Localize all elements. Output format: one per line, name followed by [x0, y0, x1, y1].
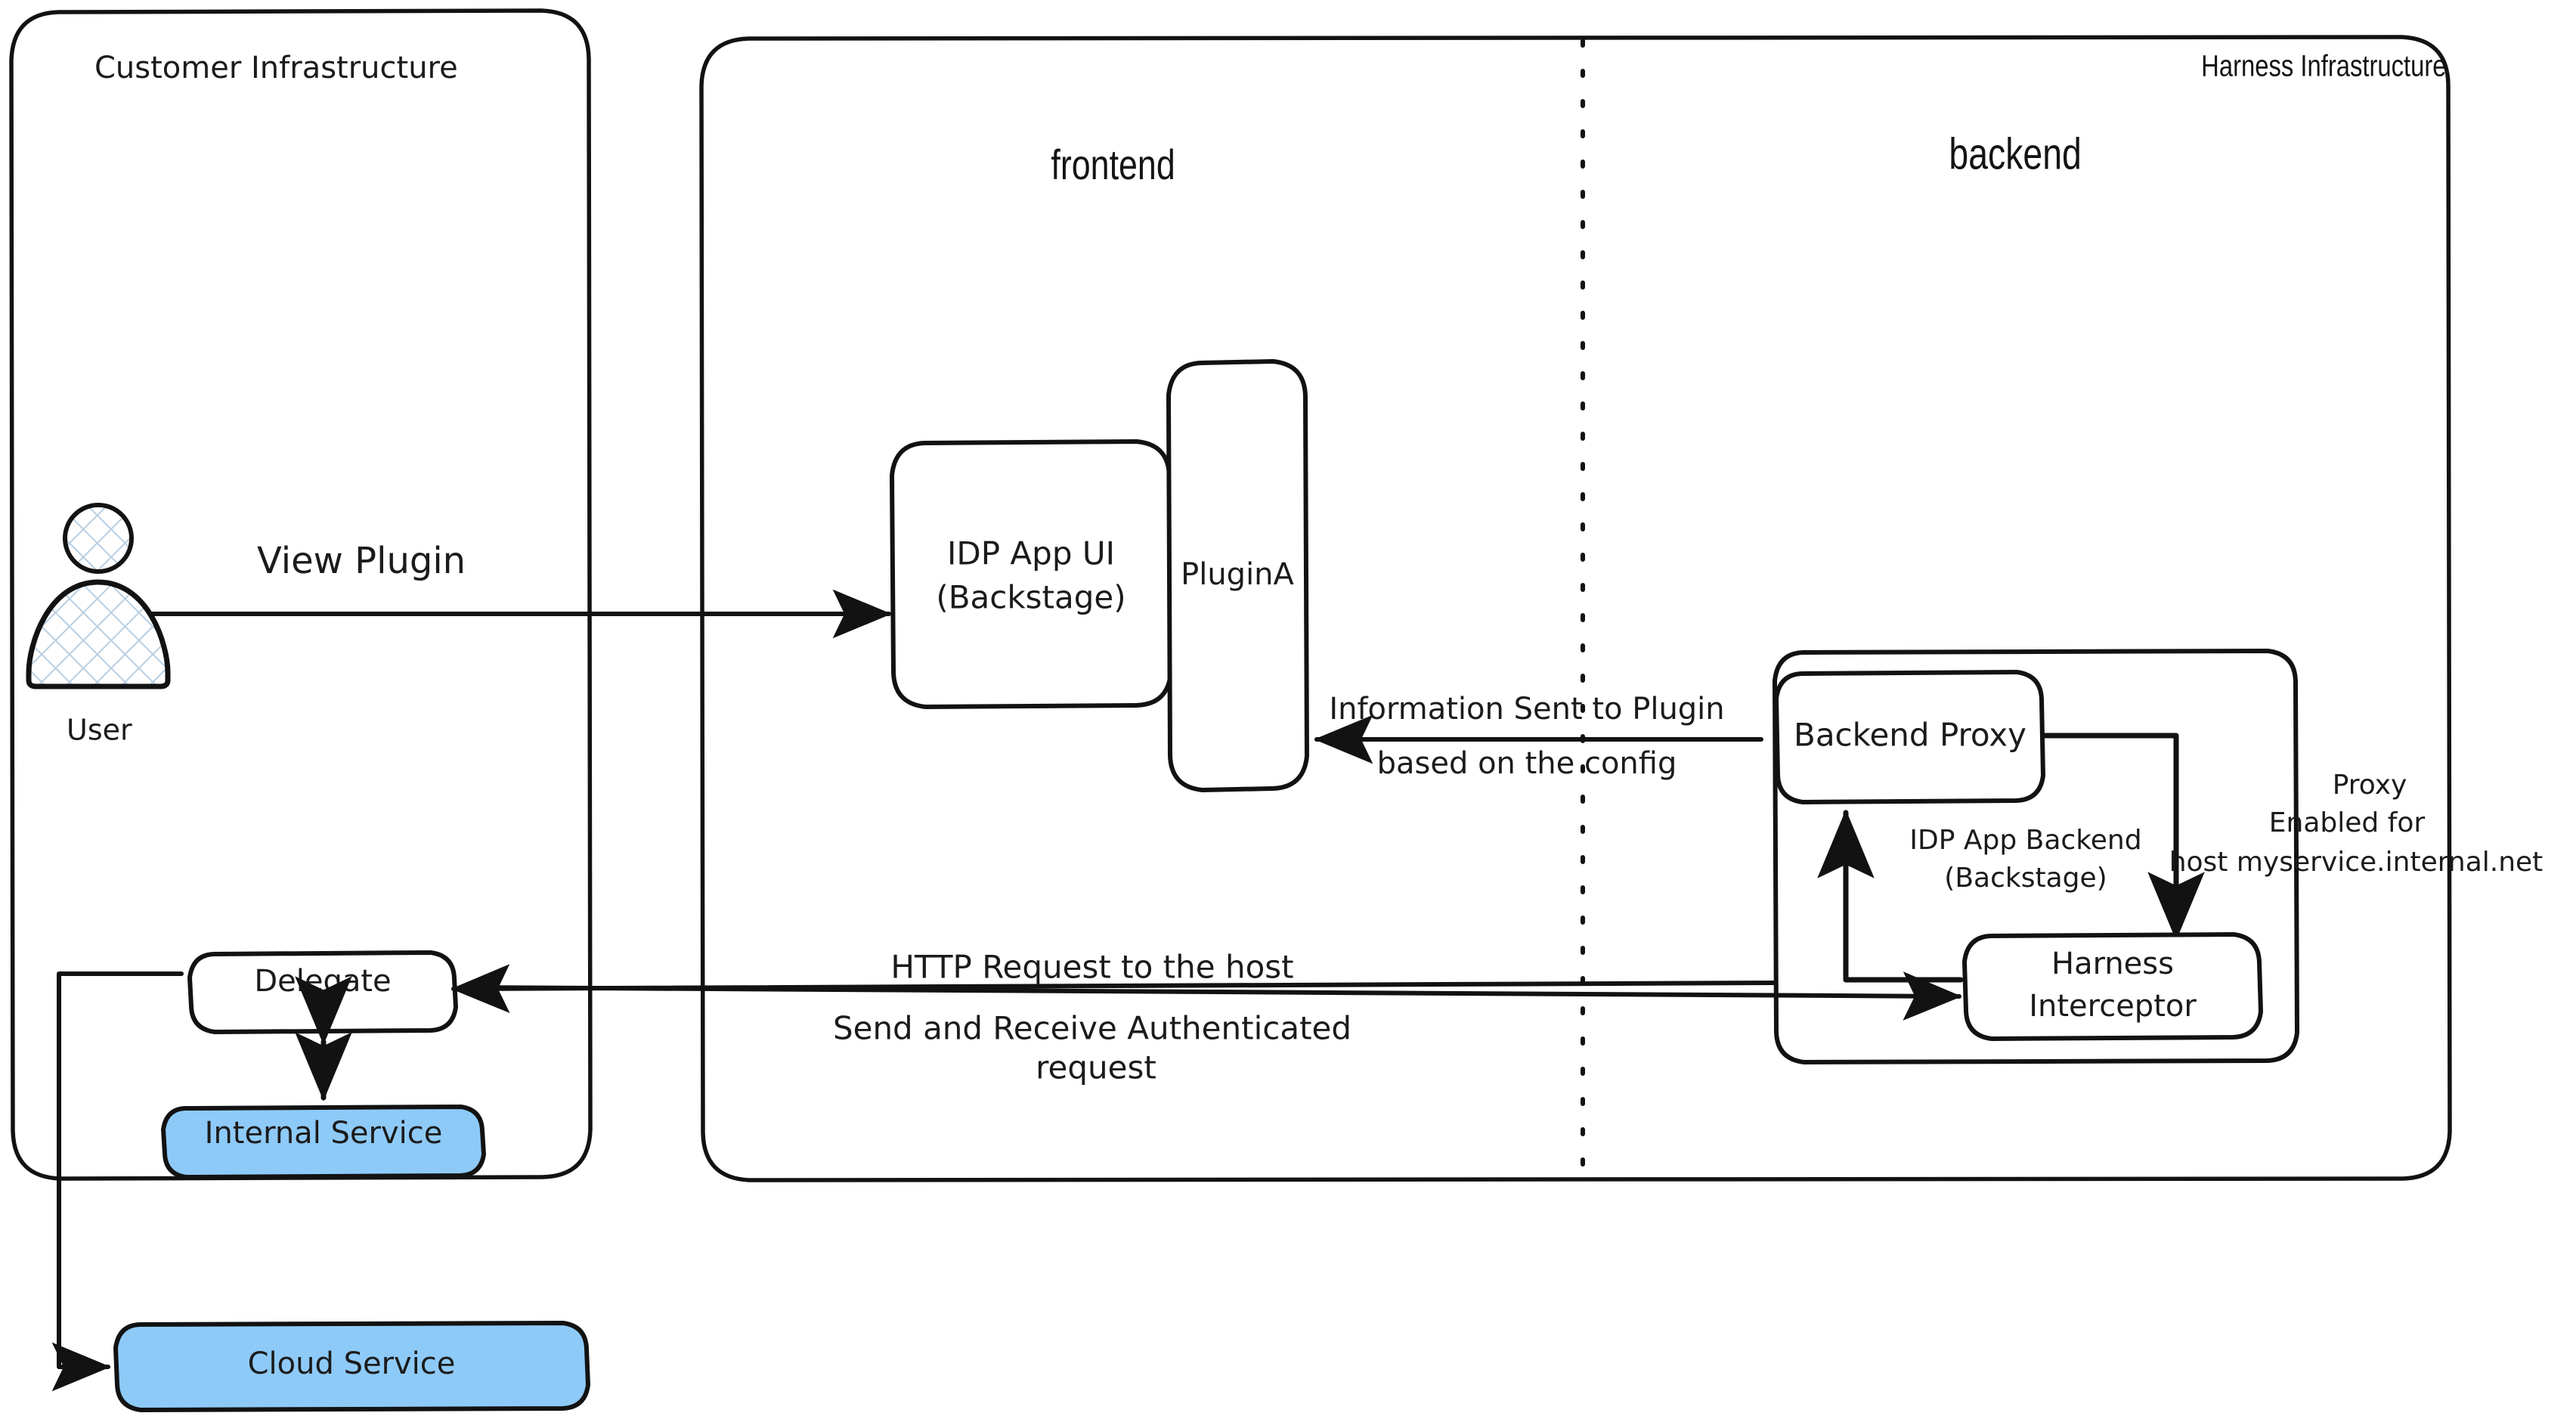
zone-label-frontend: frontend [1051, 141, 1175, 188]
node-plugin-a[interactable]: PluginA [1166, 359, 1309, 792]
edge-information-sent-to-plugin: Information Sent to Plugin based on the … [1314, 692, 1763, 781]
edge-label-auth-request-line2: request [1036, 1049, 1156, 1086]
annotation-proxy-enabled: Proxy Enabled for host myservice.interna… [2169, 770, 2543, 878]
edge-label-auth-request-line1: Send and Receive Authenticated [833, 1010, 1351, 1047]
edge-label-info-sent-line2: based on the config [1377, 746, 1677, 781]
node-delegate-label: Delegate [254, 964, 391, 999]
edge-delegate-to-cloud-service [51, 971, 184, 1392]
annotation-proxy-line1: Proxy [2333, 770, 2407, 801]
edge-backend-proxy-to-interceptor [2040, 733, 2205, 941]
annotation-proxy-line2: Enabled for [2269, 807, 2426, 838]
node-idp-app-ui-line2: (Backstage) [936, 579, 1125, 616]
customer-infrastructure-container: Customer Infrastructure [9, 8, 593, 1181]
node-backend-proxy-label: Backend Proxy [1794, 717, 2026, 754]
edge-label-view-plugin: View Plugin [257, 540, 466, 582]
node-idp-app-backend-line1: IDP App Backend [1909, 825, 2141, 856]
edge-http-request: HTTP Request to the host Send and Receiv… [450, 949, 1962, 1086]
node-internal-service[interactable]: Internal Service [161, 1105, 486, 1179]
node-cloud-service[interactable]: Cloud Service [113, 1321, 590, 1412]
node-harness-interceptor-line2: Interceptor [2029, 989, 2197, 1024]
node-harness-interceptor-line1: Harness [2051, 947, 2174, 981]
harness-infrastructure-title: Harness Infrastructure [2201, 48, 2446, 82]
user-actor-head-icon [63, 503, 134, 574]
node-cloud-service-label: Cloud Service [248, 1346, 456, 1381]
node-harness-interceptor[interactable]: Harness Interceptor [1962, 932, 2263, 1041]
customer-infrastructure-title: Customer Infrastructure [94, 51, 458, 85]
node-delegate[interactable]: Delegate [187, 950, 458, 1034]
edge-label-info-sent-line1: Information Sent to Plugin [1329, 692, 1724, 727]
node-idp-app-backend-line2: (Backstage) [1944, 863, 2107, 894]
node-internal-service-label: Internal Service [205, 1116, 443, 1151]
node-idp-app-ui-line1: IDP App UI [947, 535, 1115, 572]
user-actor-label: User [67, 714, 132, 747]
node-backend-proxy[interactable]: Backend Proxy [1774, 670, 2045, 804]
annotation-proxy-line3: host myservice.internal.net [2169, 847, 2543, 878]
user-actor-body-icon [26, 579, 171, 689]
node-plugin-a-label: PluginA [1181, 557, 1294, 592]
edge-view-plugin: View Plugin [149, 540, 892, 639]
edge-label-http-request: HTTP Request to the host [890, 949, 1293, 986]
harness-infrastructure-container: Harness Infrastructure [699, 35, 2452, 1182]
zone-label-backend: backend [1949, 129, 2081, 178]
node-idp-app-ui[interactable]: IDP App UI (Backstage) [890, 439, 1173, 709]
user-actor: User [26, 503, 171, 747]
